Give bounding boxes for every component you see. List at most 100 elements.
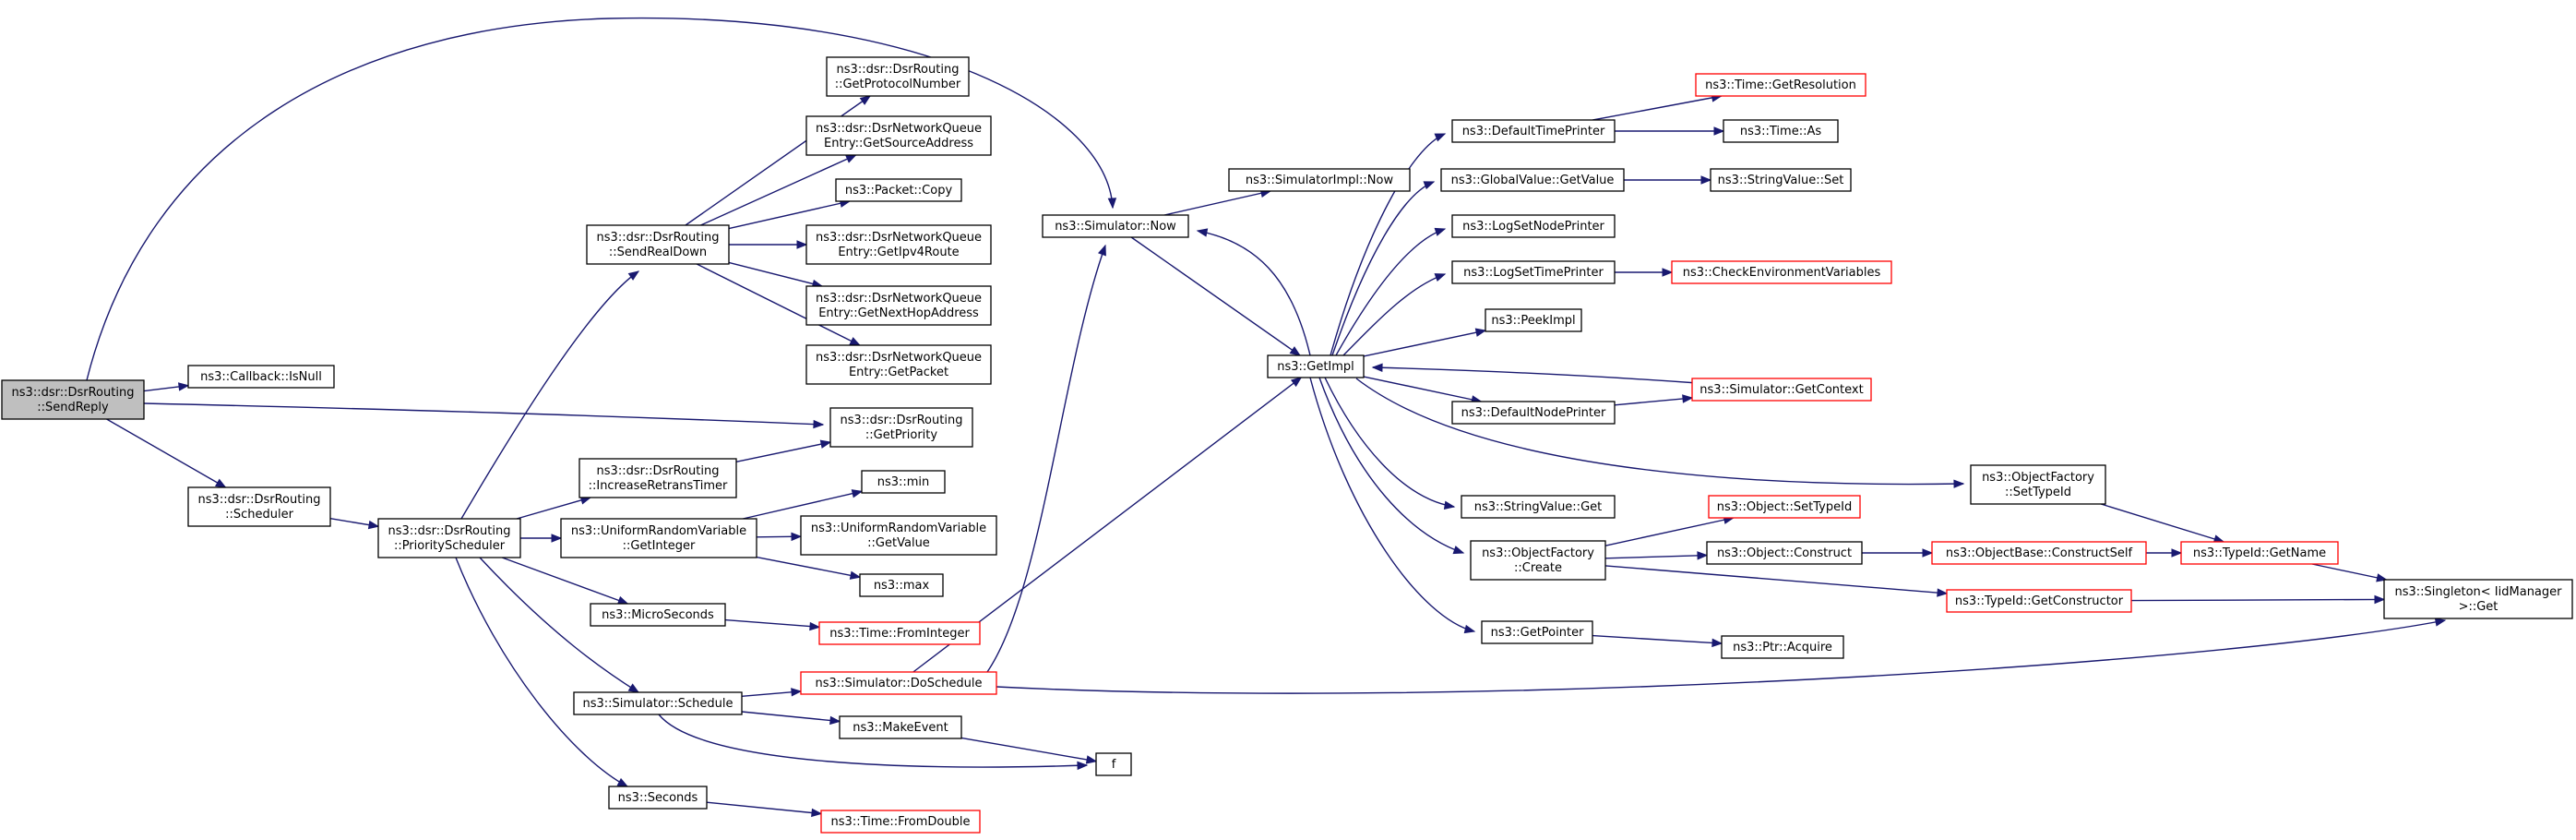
node-lognodeprinter[interactable]: ns3::LogSetNodePrinter xyxy=(1451,214,1616,238)
node-seconds[interactable]: ns3::Seconds xyxy=(608,786,708,810)
edge-simschedule-to-makeevent xyxy=(741,711,841,726)
node-priosched[interactable]: ns3::dsr::DsrRouting::PriorityScheduler xyxy=(377,518,521,558)
edge-arrowhead xyxy=(1713,126,1725,136)
node-timeas[interactable]: ns3::Time::As xyxy=(1723,119,1839,143)
node-label: ns3::ObjectBase::ConstructSelf xyxy=(1946,546,2133,560)
node-box xyxy=(1461,495,1616,519)
edge-arrowhead xyxy=(616,777,629,787)
node-checkenv[interactable]: ns3::CheckEnvironmentVariables xyxy=(1671,260,1892,284)
edge-line xyxy=(756,556,861,578)
edge-getconstructor-to-singleton xyxy=(2130,594,2386,605)
node-label: ns3::UniformRandomVariable xyxy=(811,522,986,535)
node-box xyxy=(560,518,757,558)
node-objconstruct[interactable]: ns3::Object::Construct xyxy=(1706,541,1863,565)
node-label: ns3::dsr::DsrNetworkQueue xyxy=(816,292,982,306)
node-getresolution[interactable]: ns3::Time::GetResolution xyxy=(1695,73,1866,97)
edges-layer xyxy=(86,17,2447,818)
node-microseconds[interactable]: ns3::MicroSeconds xyxy=(590,603,726,627)
node-label: Entry::GetSourceAddress xyxy=(824,137,973,150)
node-frominteger[interactable]: ns3::Time::FromInteger xyxy=(818,621,981,645)
node-logtimeprinter[interactable]: ns3::LogSetTimePrinter xyxy=(1451,260,1616,284)
node-singleton[interactable]: ns3::Singleton< IidManager>::Get xyxy=(2383,579,2573,619)
node-label: ns3::Packet::Copy xyxy=(845,184,953,198)
node-box xyxy=(608,786,708,810)
node-box xyxy=(1481,620,1593,644)
node-max[interactable]: ns3::max xyxy=(859,573,944,597)
edge-simnow-to-getimpl xyxy=(1130,236,1301,356)
node-getipv4route[interactable]: ns3::dsr::DsrNetworkQueueEntry::GetIpv4R… xyxy=(805,224,992,265)
node-label: ::Scheduler xyxy=(225,508,293,522)
node-getconstructor[interactable]: ns3::TypeId::GetConstructor xyxy=(1946,589,2132,613)
node-defnodeprinter[interactable]: ns3::DefaultNodePrinter xyxy=(1451,401,1616,425)
node-fromdouble[interactable]: ns3::Time::FromDouble xyxy=(820,810,981,834)
edge-arrowhead xyxy=(791,532,803,542)
edge-priosched-to-seconds xyxy=(455,557,629,787)
node-gvgetvalue[interactable]: ns3::GlobalValue::GetValue xyxy=(1440,168,1625,192)
node-label: ns3::SimulatorImpl::Now xyxy=(1246,174,1394,187)
edge-line xyxy=(1604,565,1948,594)
node-ofcreate[interactable]: ns3::ObjectFactory::Create xyxy=(1470,540,1606,581)
node-box xyxy=(377,518,521,558)
edge-arrowhead xyxy=(1196,228,1209,237)
node-f[interactable]: f xyxy=(1095,752,1132,776)
edge-arrowhead xyxy=(367,520,380,530)
node-box xyxy=(2180,541,2339,565)
edge-getimpl-to-svget xyxy=(1324,377,1456,510)
edge-arrowhead xyxy=(1452,546,1465,555)
edge-line xyxy=(1614,397,1693,406)
node-sendreply[interactable]: ns3::dsr::DsrRouting::SendReply xyxy=(1,379,145,420)
node-getpriority[interactable]: ns3::dsr::DsrRouting::GetPriority xyxy=(829,407,973,448)
node-getinteger[interactable]: ns3::UniformRandomVariable::GetInteger xyxy=(560,518,757,558)
node-getsrcaddr[interactable]: ns3::dsr::DsrNetworkQueueEntry::GetSourc… xyxy=(805,115,992,156)
edge-arrowhead xyxy=(214,478,227,488)
node-label: ns3::Seconds xyxy=(618,791,698,805)
node-label: ns3::ObjectFactory xyxy=(1482,546,1594,560)
node-label: ns3::dsr::DsrRouting xyxy=(837,63,960,77)
edge-sendreply-to-scheduler xyxy=(106,418,227,488)
edge-arrowhead xyxy=(627,270,640,281)
node-deftimeprinter[interactable]: ns3::DefaultTimePrinter xyxy=(1451,119,1616,143)
node-increase[interactable]: ns3::dsr::DsrRouting::IncreaseRetransTim… xyxy=(578,458,737,498)
node-box xyxy=(1723,119,1839,143)
node-getprotonum[interactable]: ns3::dsr::DsrRouting::GetProtocolNumber xyxy=(826,56,970,97)
node-simimplnow[interactable]: ns3::SimulatorImpl::Now xyxy=(1228,168,1411,192)
node-svget[interactable]: ns3::StringValue::Get xyxy=(1461,495,1616,519)
node-label: ns3::StringValue::Get xyxy=(1474,500,1602,514)
node-ofsettypeid[interactable]: ns3::ObjectFactory::SetTypeId xyxy=(1970,464,2106,505)
node-getpointer[interactable]: ns3::GetPointer xyxy=(1481,620,1593,644)
node-box xyxy=(1042,214,1189,238)
node-getpacket[interactable]: ns3::dsr::DsrNetworkQueueEntry::GetPacke… xyxy=(805,344,992,385)
node-isnull[interactable]: ns3::Callback::IsNull xyxy=(187,365,335,389)
node-scheduler[interactable]: ns3::dsr::DsrRouting::Scheduler xyxy=(187,486,331,527)
node-label: ::GetValue xyxy=(867,536,930,550)
node-typeidgetname[interactable]: ns3::TypeId::GetName xyxy=(2180,541,2339,565)
node-peekimpl[interactable]: ns3::PeekImpl xyxy=(1485,308,1582,332)
node-label: ns3::dsr::DsrNetworkQueue xyxy=(816,351,982,365)
edge-priosched-to-microseconds xyxy=(501,557,629,605)
node-doschedule[interactable]: ns3::Simulator::DoSchedule xyxy=(800,671,997,695)
node-simschedule[interactable]: ns3::Simulator::Schedule xyxy=(573,691,743,715)
node-box xyxy=(586,224,730,265)
node-constructself[interactable]: ns3::ObjectBase::ConstructSelf xyxy=(1931,541,2147,565)
node-simnow[interactable]: ns3::Simulator::Now xyxy=(1042,214,1189,238)
node-getimpl[interactable]: ns3::GetImpl xyxy=(1267,354,1365,378)
node-svset[interactable]: ns3::StringValue::Set xyxy=(1710,168,1852,192)
edge-priosched-to-sendrealdown xyxy=(460,270,640,520)
edge-doschedule-to-simnow xyxy=(986,244,1106,673)
node-ptracquire[interactable]: ns3::Ptr::Acquire xyxy=(1721,635,1844,659)
node-getcontext[interactable]: ns3::Simulator::GetContext xyxy=(1691,378,1872,402)
node-sendrealdown[interactable]: ns3::dsr::DsrRouting::SendRealDown xyxy=(586,224,730,265)
node-label: ns3::Time::FromInteger xyxy=(829,627,970,641)
node-getvalue[interactable]: ns3::UniformRandomVariable::GetValue xyxy=(800,515,997,556)
node-getnexthop[interactable]: ns3::dsr::DsrNetworkQueueEntry::GetNextH… xyxy=(805,285,992,326)
edge-line xyxy=(1309,377,1475,632)
edge-getimpl-to-getpointer xyxy=(1309,377,1476,634)
node-makeevent[interactable]: ns3::MakeEvent xyxy=(839,715,962,739)
node-objsettypeid[interactable]: ns3::Object::SetTypeId xyxy=(1708,495,1861,519)
node-packetcopy[interactable]: ns3::Packet::Copy xyxy=(835,178,962,202)
edge-line xyxy=(728,261,823,287)
node-min[interactable]: ns3::min xyxy=(861,470,946,494)
edge-arrowhead xyxy=(1711,638,1723,648)
node-label: ns3::max xyxy=(874,579,930,593)
